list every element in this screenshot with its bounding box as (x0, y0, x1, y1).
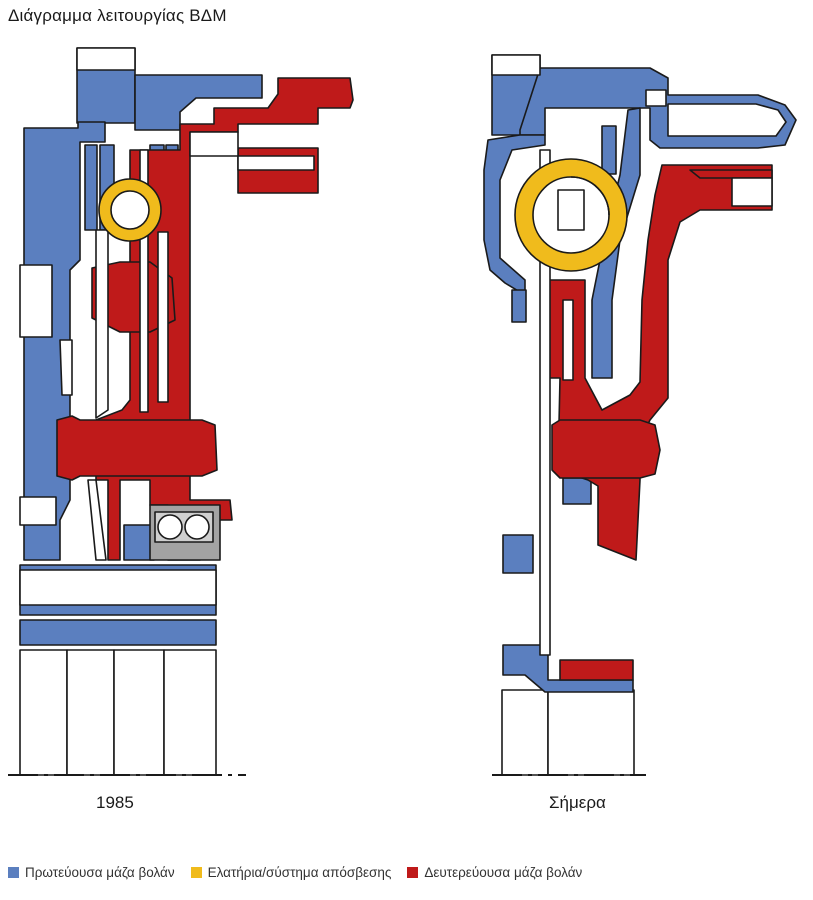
legend-swatch-primary (8, 867, 19, 878)
spring-1985 (98, 178, 162, 242)
legend: Πρωτεύουσα μάζα βολάν Ελατήρια/σύστημα α… (8, 865, 598, 880)
bearing-1985 (149, 504, 221, 561)
secondary-slots-today (539, 149, 773, 656)
page-title: Διάγραμμα λειτουργίας ΒΔΜ (8, 6, 227, 25)
section-today (483, 54, 797, 776)
caption-1985: 1985 (96, 793, 134, 812)
legend-item-primary: Πρωτεύουσα μάζα βολάν (8, 865, 175, 880)
legend-label-secondary: Δευτερεύουσα μάζα βολάν (424, 865, 583, 880)
housing-gaps-1985 (19, 47, 217, 606)
legend-label-spring: Ελατήρια/σύστημα απόσβεσης (207, 865, 392, 880)
legend-item-spring: Ελατήρια/σύστημα απόσβεσης (190, 865, 392, 880)
housing-gaps-today (491, 54, 787, 137)
secondary-mass-1985 (56, 77, 354, 561)
hub-today (501, 689, 635, 776)
section-1985 (19, 47, 354, 776)
hub-1985 (19, 649, 217, 776)
legend-label-primary: Πρωτεύουσα μάζα βολάν (25, 865, 175, 880)
secondary-slots-1985 (87, 131, 315, 561)
caption-today: Σήμερα (549, 793, 606, 812)
secondary-mass-today (547, 164, 773, 681)
spring-today (514, 158, 628, 272)
legend-swatch-secondary (407, 867, 419, 878)
legend-swatch-spring (190, 867, 202, 878)
legend-item-secondary: Δευτερεύουσα μάζα βολάν (407, 865, 582, 880)
